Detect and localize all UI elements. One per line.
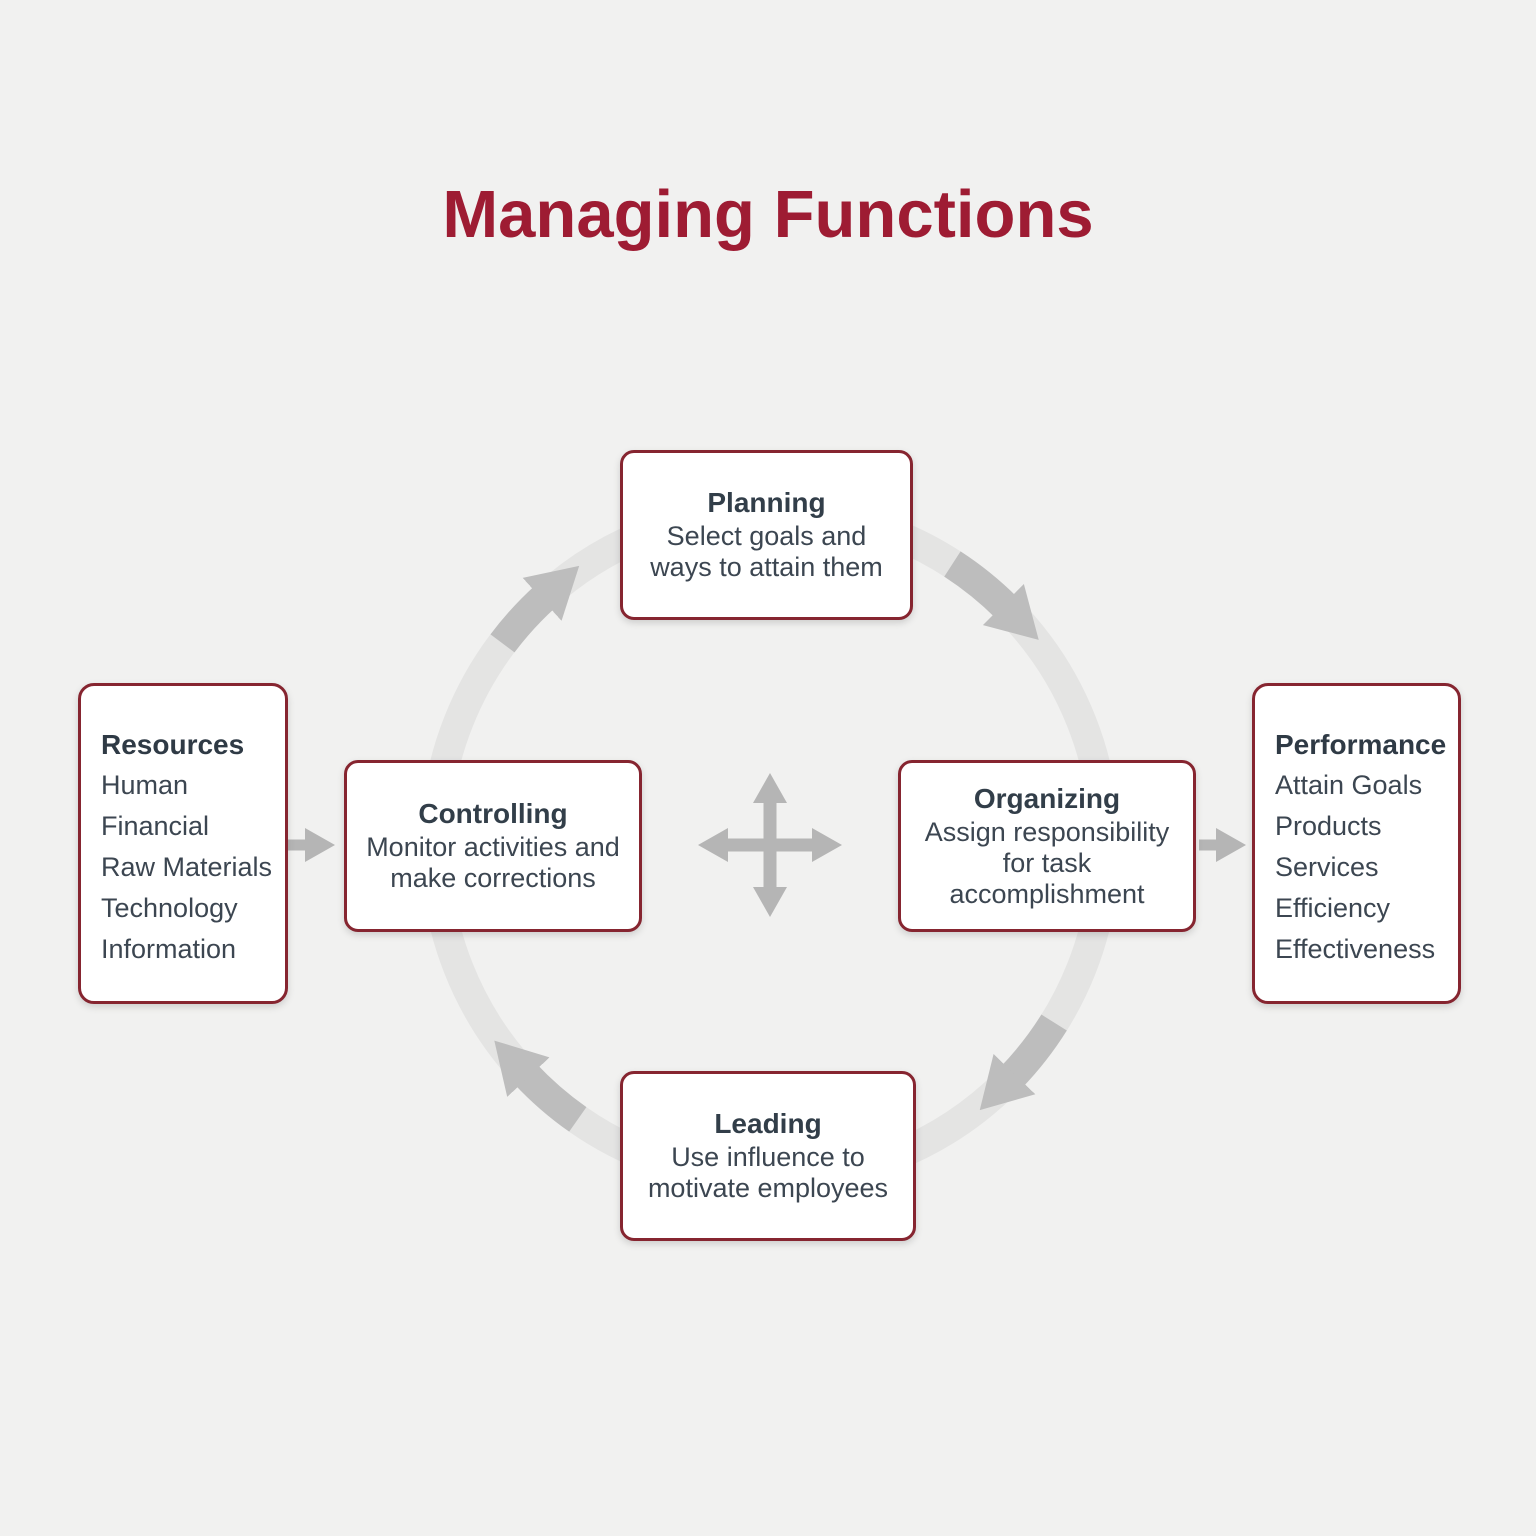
performance-box: Performance Attain Goals Products Servic… — [1252, 683, 1461, 1004]
resources-title: Resources — [101, 729, 245, 760]
cycle-arrow-bottom-left-icon — [494, 1040, 587, 1132]
resources-box: Resources Human Financial Raw Materials … — [78, 683, 288, 1004]
node-description: Assign responsibility for task accomplis… — [924, 816, 1170, 909]
node-title: Leading — [714, 1108, 822, 1139]
node-planning: Planning Select goals and ways to attain… — [620, 450, 913, 620]
node-description: Select goals and ways to attain them — [650, 521, 883, 582]
list-item: Products — [1275, 811, 1382, 841]
node-controlling: Controlling Monitor activities and make … — [344, 760, 642, 932]
cycle-arrow-top-right-icon — [944, 551, 1039, 640]
list-item: Financial — [101, 811, 210, 841]
list-item: Raw Materials — [101, 852, 273, 882]
performance-title: Performance — [1275, 729, 1447, 760]
cycle-arrow-top-left-icon — [490, 565, 580, 653]
list-item: Services — [1275, 852, 1379, 882]
node-description: Monitor activities and make corrections — [366, 832, 620, 893]
node-title: Organizing — [973, 782, 1121, 814]
node-title: Planning — [707, 487, 826, 518]
node-organizing: Organizing Assign responsibility for tas… — [898, 760, 1196, 932]
list-item: Effectiveness — [1275, 934, 1436, 964]
node-description: Use influence to motivate employees — [647, 1142, 889, 1203]
list-item: Information — [101, 934, 237, 964]
page-title: Managing Functions — [442, 177, 1094, 252]
node-title: Controlling — [418, 798, 568, 829]
list-item: Technology — [101, 893, 238, 923]
list-item: Human — [101, 770, 189, 800]
list-item: Efficiency — [1275, 893, 1391, 923]
cycle-arrow-bottom-right-icon — [979, 1014, 1067, 1111]
list-item: Attain Goals — [1275, 770, 1423, 800]
four-way-cross-arrow-icon — [698, 773, 842, 917]
node-leading: Leading Use influence to motivate employ… — [620, 1071, 916, 1241]
